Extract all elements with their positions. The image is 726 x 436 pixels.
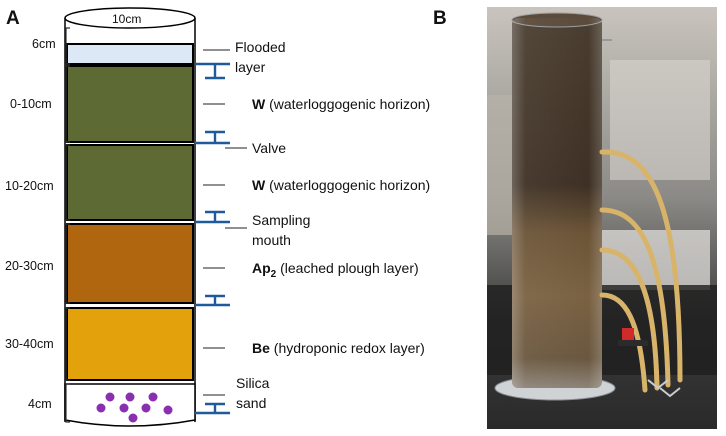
valve-icon	[195, 402, 230, 415]
depth-label: 4cm	[28, 397, 52, 411]
depth-label: 30-40cm	[5, 337, 54, 351]
depth-brackets	[65, 27, 70, 423]
label-w1-symbol: W	[252, 96, 266, 112]
label-silica-line1: Silica	[236, 375, 270, 391]
w-horizon-0-10	[66, 65, 194, 143]
label-w-horizon-1: W (waterloggogenic horizon)	[252, 96, 430, 112]
silica-sand-layer	[64, 383, 196, 427]
leader-lines	[203, 49, 247, 396]
w-horizon-10-20	[66, 144, 194, 221]
panel-a-letter: A	[6, 8, 20, 29]
label-sampling-line2: mouth	[252, 232, 291, 248]
sand-dot	[119, 403, 129, 413]
column-schematic: 10cm	[64, 7, 196, 427]
valve-icon	[195, 62, 230, 80]
label-ap-symbol: Ap	[252, 260, 271, 276]
label-ap2-horizon: Ap2 (leached plough layer)	[252, 260, 419, 280]
depth-label: 6cm	[32, 37, 56, 51]
label-w2-symbol: W	[252, 177, 266, 193]
sampling-tubes	[599, 149, 683, 393]
label-silica-line2: sand	[236, 395, 266, 411]
valve-icon	[195, 294, 230, 307]
label-ap-subscript: 2	[271, 269, 277, 280]
depth-label: 20-30cm	[5, 259, 54, 273]
label-w1-text: (waterloggogenic horizon)	[265, 96, 430, 112]
sand-dot	[148, 392, 158, 402]
sand-particles	[96, 392, 173, 423]
valve-icon	[195, 210, 230, 224]
label-flooded-line1: Flooded	[235, 39, 286, 55]
label-ap-text: (leached plough layer)	[276, 260, 418, 276]
label-w-horizon-2: W (waterloggogenic horizon)	[252, 177, 430, 193]
label-be-symbol: Be	[252, 340, 270, 356]
valves	[195, 62, 230, 415]
sand-dot	[105, 392, 115, 402]
valve-icon	[195, 130, 230, 145]
depth-label: 10-20cm	[5, 179, 54, 193]
flooded-layer	[66, 43, 194, 65]
depth-label: 0-10cm	[10, 97, 52, 111]
be-horizon	[66, 307, 194, 381]
label-be-horizon: Be (hydroponic redox layer)	[252, 340, 425, 356]
sand-dot	[128, 413, 138, 423]
panel-b-letter: B	[433, 8, 447, 29]
label-flooded-line2: layer	[235, 59, 266, 75]
sand-dot	[125, 392, 135, 402]
diameter-label: 10cm	[112, 12, 141, 26]
label-sampling-line1: Sampling	[252, 212, 310, 228]
label-be-text: (hydroponic redox layer)	[270, 340, 425, 356]
sand-dot	[163, 405, 173, 415]
label-valve: Valve	[252, 140, 286, 156]
sand-dot	[141, 403, 151, 413]
sand-dot	[96, 403, 106, 413]
label-w2-text: (waterloggogenic horizon)	[265, 177, 430, 193]
column-photograph	[487, 7, 717, 429]
ap2-horizon	[66, 223, 194, 304]
